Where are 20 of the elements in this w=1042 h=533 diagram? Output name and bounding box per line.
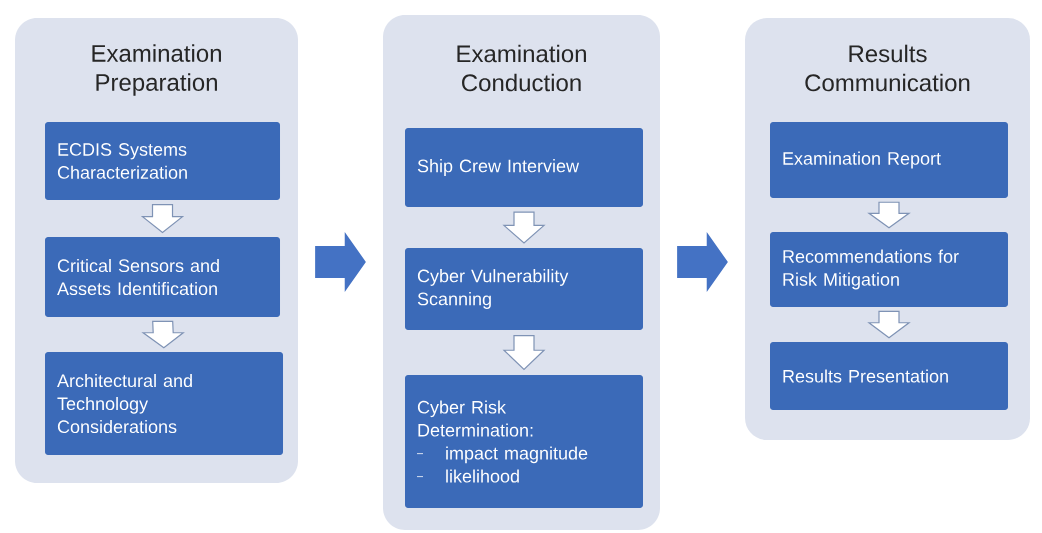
process-box: Cyber Risk Determination: impact magnitude likelihood — [405, 375, 643, 508]
block-arrow — [141, 320, 185, 349]
process-box: Recommendations for Risk Mitigation — [770, 232, 1008, 307]
process-box: Cyber Vulnerability Scanning — [405, 248, 643, 330]
process-box: Results Presentation — [770, 342, 1008, 410]
block-arrow — [502, 211, 546, 244]
process-box: Critical Sensors and Assets Identification — [45, 237, 280, 317]
block-arrow — [867, 201, 911, 229]
block-arrow — [502, 334, 546, 371]
block-arrow — [140, 204, 185, 234]
panel-title: Results Communication — [805, 44, 970, 92]
panel-title: Examination Conduction — [457, 44, 586, 92]
block-arrow — [677, 232, 728, 292]
process-box: Architectural and Technology Considerations — [45, 352, 283, 455]
process-box: Ship Crew Interview — [405, 128, 643, 207]
panel-title: Examination Preparation — [92, 44, 221, 96]
block-arrow — [867, 310, 911, 339]
process-box: ECDIS Systems Characterization — [45, 122, 280, 200]
process-box: Examination Report — [770, 122, 1008, 198]
block-arrow — [315, 232, 366, 292]
